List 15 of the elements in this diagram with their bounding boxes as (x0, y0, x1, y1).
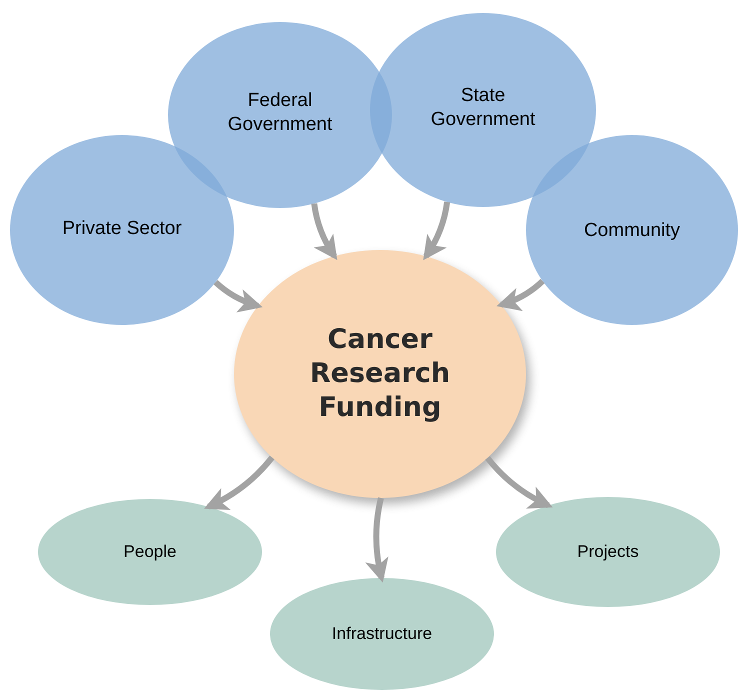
node-label: Infrastructure (332, 623, 432, 645)
node-label: Projects (577, 541, 639, 563)
node-label: Cancer Research Funding (308, 323, 452, 425)
arrow (204, 456, 274, 510)
arrow (423, 202, 450, 260)
arrow (311, 203, 338, 260)
node-label: Private Sector (62, 217, 182, 241)
node-label: Community (584, 219, 680, 243)
arrow (214, 280, 263, 312)
arrow (365, 497, 389, 583)
node-label: Federal Government (226, 89, 334, 137)
node-label: People (124, 541, 176, 563)
arrow (485, 456, 553, 508)
node-label: State Government (430, 84, 536, 132)
arrow (496, 278, 545, 311)
